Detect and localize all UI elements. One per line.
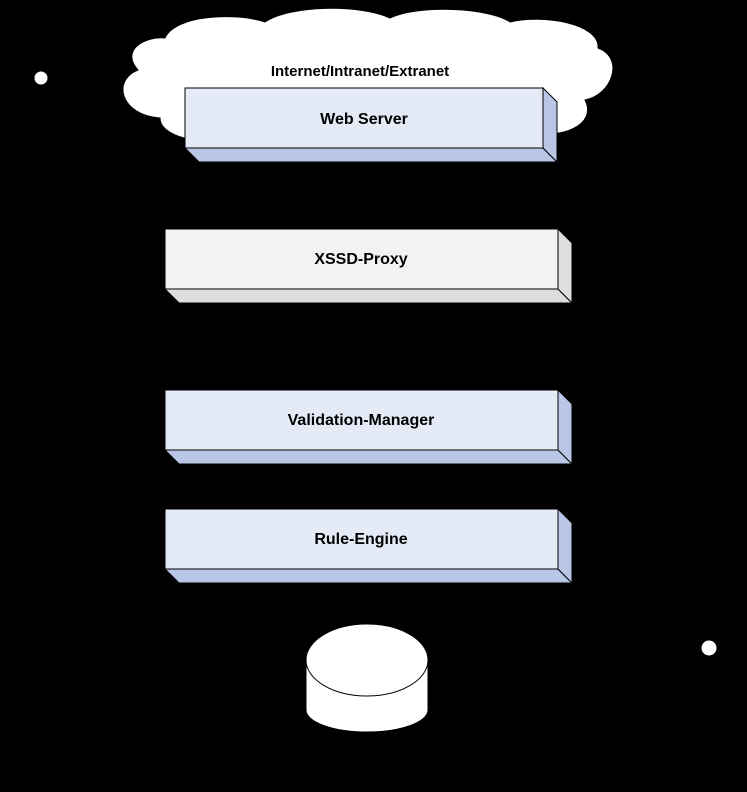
xssd-proxy-label: XSSD-Proxy <box>314 251 407 268</box>
validation-manager-box-bottom <box>163 449 574 465</box>
rule-engine-label: Rule-Engine <box>314 531 407 548</box>
user-actor-head <box>33 70 49 86</box>
web-server-label: Web Server <box>320 111 408 128</box>
rule-engine-box-face <box>164 508 559 570</box>
cloud-label: Internet/Intranet/Extranet <box>271 63 449 80</box>
admin-actor-head <box>700 639 718 657</box>
web-server-box[interactable]: Web Server <box>183 86 559 164</box>
xssd-proxy-box-bottom <box>163 288 574 304</box>
validation-manager-box-face <box>164 389 559 451</box>
xssd-proxy-box[interactable]: XSSD-Proxy <box>163 227 574 305</box>
validation-manager-box[interactable]: Validation-Manager <box>163 388 574 466</box>
rule-engine-box[interactable]: Rule-Engine <box>163 507 574 585</box>
validation-manager-label: Validation-Manager <box>288 412 435 429</box>
xssd-proxy-box-face <box>164 228 559 290</box>
database-top <box>305 623 429 697</box>
rule-engine-box-bottom <box>163 568 574 584</box>
web-server-box-face <box>184 87 544 149</box>
database-cylinder <box>305 623 429 733</box>
web-server-box-bottom <box>183 147 559 163</box>
